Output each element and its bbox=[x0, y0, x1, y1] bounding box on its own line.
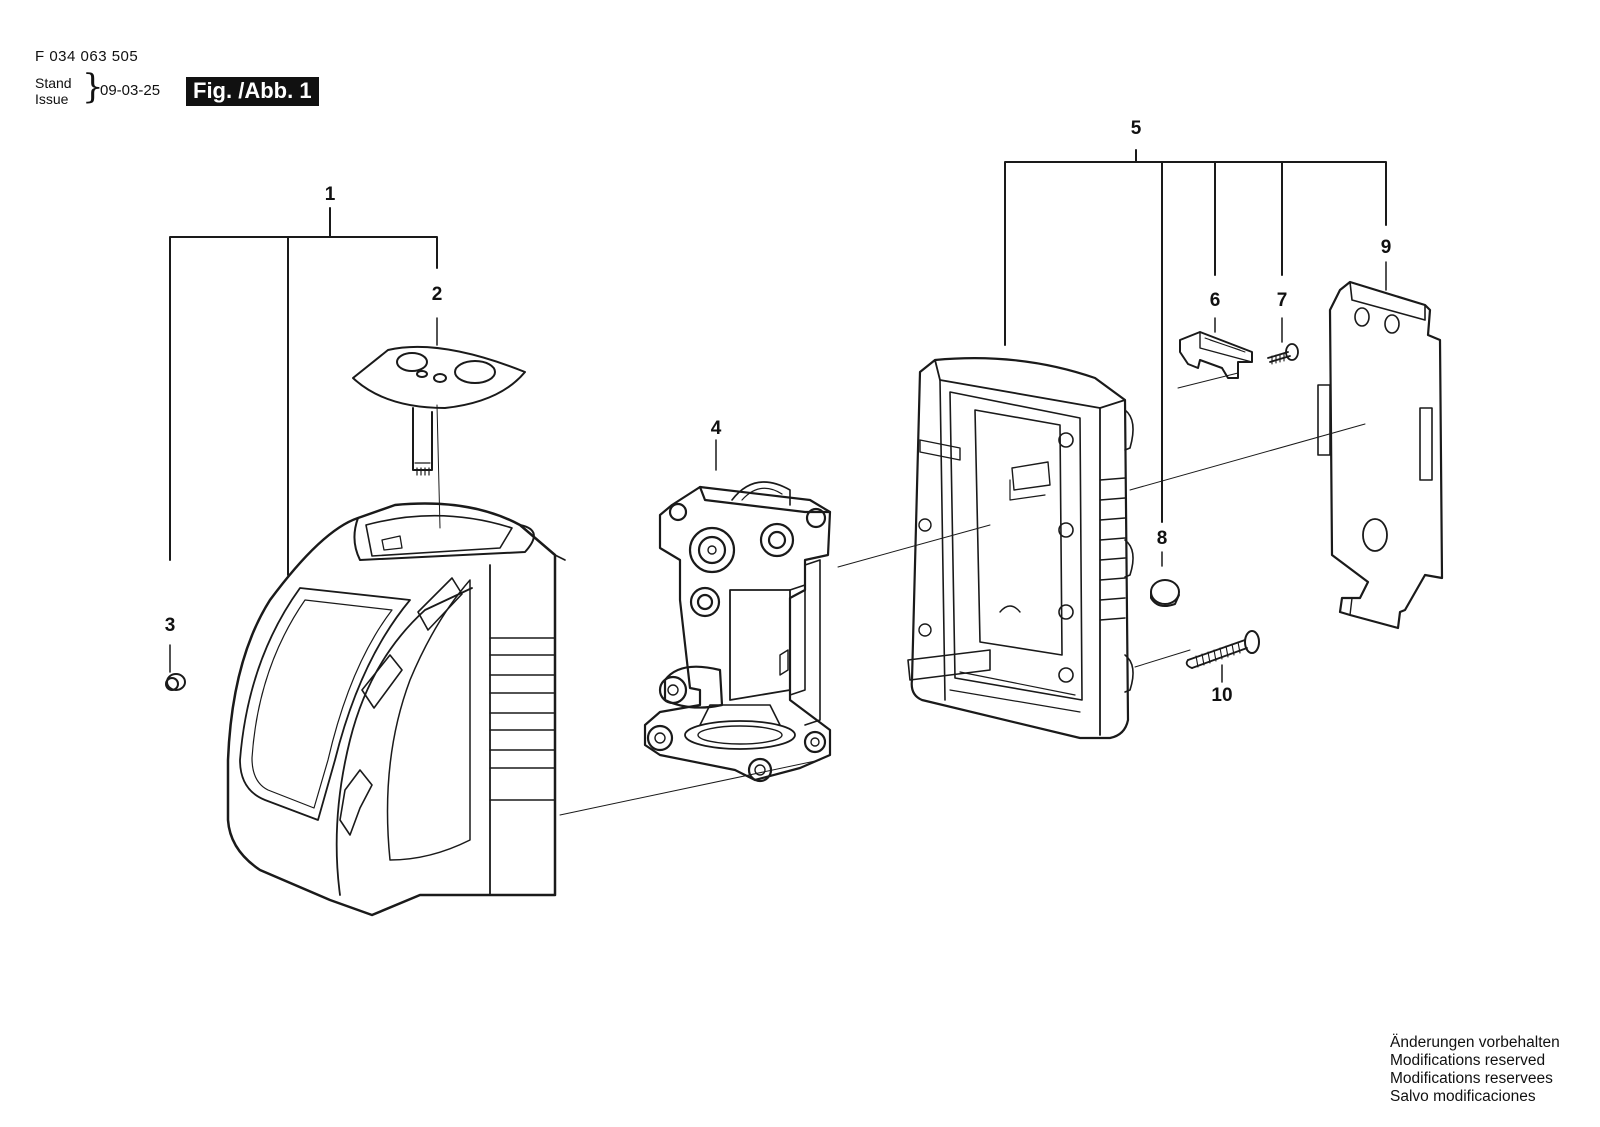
notice-line-fr: Modifications reservees bbox=[1390, 1070, 1553, 1087]
callout-6: 6 bbox=[1209, 290, 1221, 311]
callout-5: 5 bbox=[1130, 118, 1142, 139]
figure-label: Fig. /Abb. 1 bbox=[186, 77, 319, 106]
callout-1: 1 bbox=[324, 184, 336, 205]
stand-issue-labels: Stand Issue bbox=[35, 75, 72, 107]
part-7-screw bbox=[1267, 343, 1299, 365]
modifications-notice: Änderungen vorbehalten Modifications res… bbox=[1390, 1034, 1560, 1106]
part-4-pendulum-module bbox=[643, 481, 832, 783]
part-8-plug bbox=[1150, 579, 1180, 607]
issue-date: 09-03-25 bbox=[100, 82, 161, 99]
notice-line-en: Modifications reserved bbox=[1390, 1052, 1546, 1069]
issue-label: Issue bbox=[35, 91, 69, 107]
part-3-cap bbox=[165, 673, 186, 691]
part-number: F 034 063 505 bbox=[35, 48, 139, 65]
brace-glyph: } bbox=[82, 67, 104, 107]
callout-3: 3 bbox=[164, 615, 176, 636]
leader-lines bbox=[169, 149, 1387, 816]
callout-10: 10 bbox=[1211, 685, 1233, 706]
notice-line-es: Salvo modificaciones bbox=[1390, 1088, 1536, 1105]
part-1-housing bbox=[226, 502, 566, 917]
stand-label: Stand bbox=[35, 75, 72, 91]
notice-line-de: Änderungen vorbehalten bbox=[1390, 1034, 1560, 1051]
part-10-long-screw bbox=[1185, 630, 1260, 669]
callout-4: 4 bbox=[710, 418, 722, 439]
part-6-clip bbox=[1179, 331, 1253, 379]
callout-7: 7 bbox=[1276, 290, 1288, 311]
callout-2: 2 bbox=[431, 284, 443, 305]
part-9-back-plate bbox=[1317, 280, 1444, 630]
callout-8: 8 bbox=[1156, 528, 1168, 549]
part-2-label-plate bbox=[352, 345, 526, 476]
callout-9: 9 bbox=[1380, 237, 1392, 258]
part-5-frame bbox=[907, 357, 1134, 740]
